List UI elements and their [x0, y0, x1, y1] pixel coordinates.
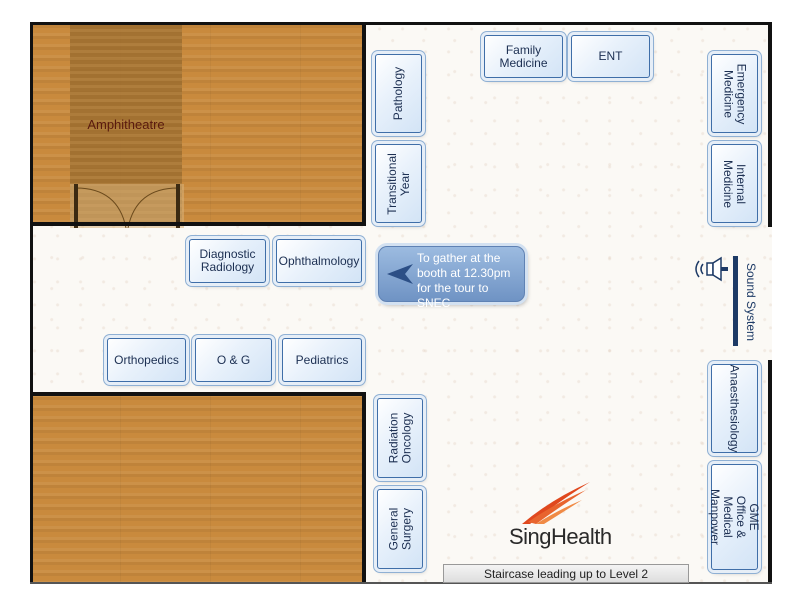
- lower-room: [30, 394, 364, 584]
- wall: [362, 22, 366, 226]
- gathering-note-text: To gather at the booth at 12.30pm for th…: [417, 251, 511, 310]
- amphitheatre-label: Amphitheatre: [87, 117, 165, 132]
- wall: [30, 582, 772, 584]
- wall: [768, 22, 772, 227]
- booth-orthopedics[interactable]: Orthopedics: [107, 338, 186, 382]
- gathering-note: To gather at the booth at 12.30pm for th…: [378, 246, 525, 310]
- wall: [30, 22, 33, 584]
- wall: [768, 360, 772, 584]
- booth-gme-office[interactable]: GME Office & Medical Manpower: [709, 464, 762, 570]
- booth-ophthalmology[interactable]: Ophthalmology: [276, 239, 362, 283]
- wall: [362, 392, 366, 584]
- booth-o-and-g[interactable]: O & G: [195, 338, 272, 382]
- staircase-sign[interactable]: Staircase leading up to Level 2: [443, 564, 689, 583]
- amphitheatre-door[interactable]: [70, 184, 184, 228]
- speaker-icon: [695, 256, 728, 282]
- booth-ent[interactable]: ENT: [571, 35, 650, 78]
- booth-general-surgery[interactable]: General Surgery: [377, 489, 423, 569]
- booth-anaesthesiology[interactable]: Anaesthesiology: [711, 364, 758, 453]
- wall: [30, 22, 772, 25]
- singhealth-swoosh-logo: [522, 482, 590, 524]
- singhealth-logo-text: SingHealth: [509, 524, 612, 549]
- wall: [30, 222, 366, 226]
- booth-pathology[interactable]: Pathology: [375, 54, 422, 133]
- booth-radiation-oncology[interactable]: Radiation Oncology: [377, 398, 423, 478]
- wall: [30, 392, 366, 396]
- left-arrow-icon: [387, 264, 413, 284]
- sound-system-label: Sound System: [744, 262, 758, 342]
- booth-diagnostic-radiology[interactable]: Diagnostic Radiology: [189, 239, 266, 283]
- sound-system-bar: [733, 256, 738, 346]
- booth-internal-medicine[interactable]: Internal Medicine: [711, 144, 758, 223]
- booth-transitional-year[interactable]: Transitional Year: [375, 144, 422, 223]
- booth-emergency-medicine[interactable]: Emergency Medicine: [711, 54, 758, 133]
- booth-family-medicine[interactable]: Family Medicine: [484, 35, 563, 78]
- booth-pediatrics[interactable]: Pediatrics: [282, 338, 362, 382]
